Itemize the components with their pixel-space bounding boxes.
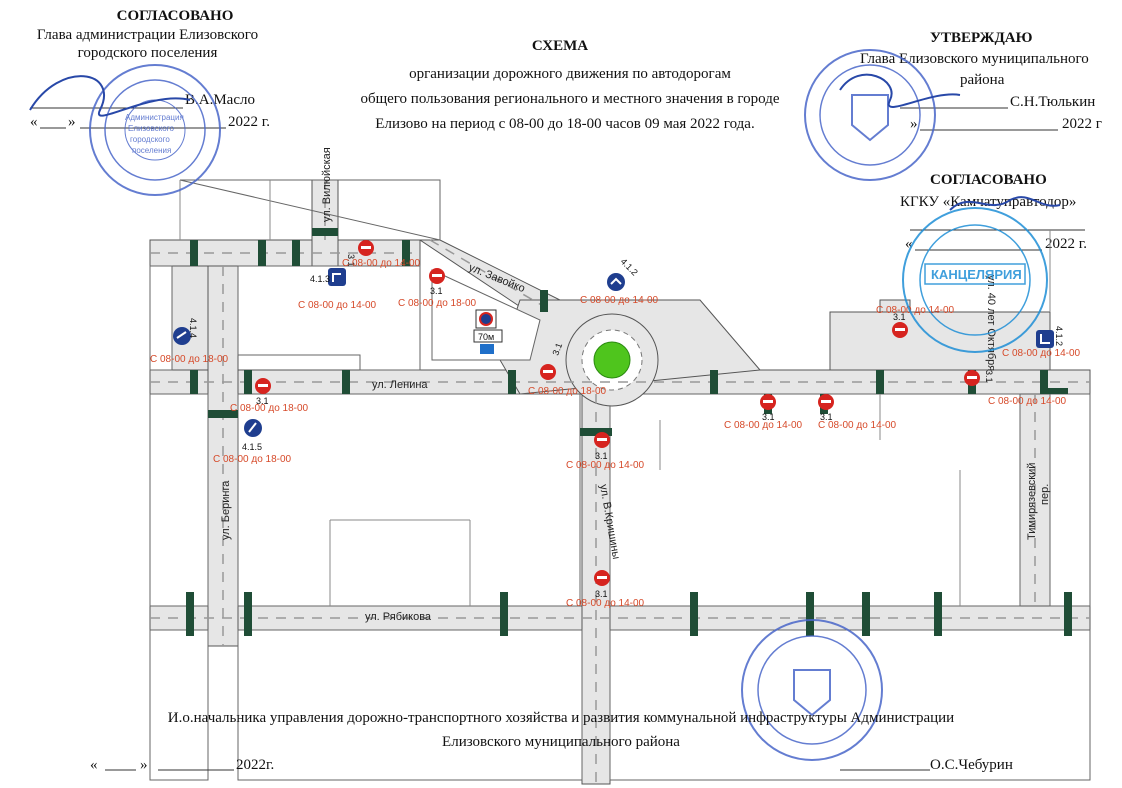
sign-no-entry-3: 3.1 С 08-00 до 18-00 bbox=[230, 378, 309, 414]
street-timiryazevsky: Тимирязевский bbox=[1026, 463, 1038, 540]
svg-text:С 08-00 до 14-00: С 08-00 до 14-00 bbox=[818, 420, 897, 431]
svg-text:С 08-00 до 14-00: С 08-00 до 14-00 bbox=[580, 295, 659, 306]
svg-text:3.1: 3.1 bbox=[595, 451, 608, 461]
sign-no-entry-7: 3.1 С 08-00 до 14-00 bbox=[818, 394, 897, 431]
svg-text:С 08-00 до 18-00: С 08-00 до 18-00 bbox=[398, 298, 477, 309]
svg-text:4.1.5: 4.1.5 bbox=[242, 442, 262, 452]
street-vilyuyskaya: ул. Вилюйская bbox=[321, 147, 333, 222]
kgku-approval-title: СОГЛАСОВАНО bbox=[930, 172, 1047, 188]
svg-text:С 08-00 до 18-00: С 08-00 до 18-00 bbox=[528, 386, 607, 397]
svg-text:3.1: 3.1 bbox=[893, 312, 906, 322]
kgku-signature bbox=[949, 196, 1061, 211]
footer-position-line1: И.о.начальника управления дорожно-трансп… bbox=[167, 710, 955, 726]
svg-text:3.1: 3.1 bbox=[820, 412, 833, 422]
svg-text:С 08-00 до 14-00: С 08-00 до 14-00 bbox=[724, 420, 803, 431]
sign-no-entry-9: 3.1 С 08-00 до 14-00 bbox=[964, 370, 1067, 407]
sign-direction-4-1-4: 4.1.4 С 08-00 до 18-00 bbox=[150, 318, 229, 365]
svg-text:Администрация: Администрация bbox=[125, 113, 184, 122]
left-approval-title: СОГЛАСОВАНО bbox=[116, 8, 234, 24]
street-timiryazevsky-prefix: пер. bbox=[1039, 484, 1051, 505]
svg-text:КАНЦЕЛЯРИЯ: КАНЦЕЛЯРИЯ bbox=[931, 267, 1022, 282]
svg-text:С 08-00 до 14-00: С 08-00 до 14-00 bbox=[566, 460, 645, 471]
sign-no-entry-4: 3.1 С 08-00 до 18-00 bbox=[528, 342, 607, 397]
street-lenina: ул. Ленина bbox=[372, 379, 428, 391]
svg-text:С 08-00 до 14-00: С 08-00 до 14-00 bbox=[988, 396, 1067, 407]
sign-direction-4-1-3: 4.1.3 С 08-00 до 14-00 bbox=[298, 268, 377, 311]
kgku-date-open: « bbox=[905, 236, 913, 252]
sign-no-entry-6: 3.1 С 08-00 до 14-00 bbox=[724, 394, 803, 431]
sign-no-entry-2: 3.1 С 08-00 до 18-00 bbox=[398, 268, 477, 309]
stamp-bottom-seal bbox=[741, 619, 883, 761]
roundabout-island bbox=[593, 341, 631, 379]
footer-date-open: « bbox=[90, 757, 98, 773]
svg-text:70м: 70м bbox=[478, 332, 494, 342]
svg-text:4.1.2: 4.1.2 bbox=[619, 256, 640, 277]
left-date-open: « bbox=[30, 114, 38, 130]
sign-no-stopping-distance: 70м bbox=[473, 309, 503, 354]
svg-text:4.1.3: 4.1.3 bbox=[310, 274, 330, 284]
footer-position-line2: Елизовского муниципального района bbox=[442, 734, 680, 750]
right-date-year: 2022 г bbox=[1062, 116, 1102, 132]
sign-no-entry-5: 3.1 С 08-00 до 14-00 bbox=[566, 432, 645, 471]
left-signature bbox=[29, 75, 191, 117]
stamp-right-seal bbox=[804, 49, 936, 181]
sign-no-entry-8: 3.1 С 08-00 до 14-00 bbox=[876, 305, 955, 338]
svg-text:С 08-00 до 14-00: С 08-00 до 14-00 bbox=[566, 598, 645, 609]
street-40-let-oktyabrya: ул. 40 лет Октября bbox=[985, 275, 997, 371]
svg-text:Елизовского: Елизовского bbox=[128, 124, 174, 133]
kgku-approval-line1: КГКУ «Камчатуправтодор» bbox=[900, 194, 1077, 210]
street-beringa: ул. Беринга bbox=[220, 480, 232, 540]
sign-roundabout-4-1-2: 4.1.2 С 08-00 до 14-00 bbox=[580, 256, 659, 306]
footer-signature-name: О.С.Чебурин bbox=[930, 757, 1013, 773]
right-approve-line1: Глава Елизовского муниципального bbox=[860, 51, 1089, 67]
footer-date-mid: » bbox=[140, 757, 148, 773]
sign-direction-4-1-5: 4.1.5 С 08-00 до 18-00 bbox=[213, 419, 292, 465]
svg-text:С 08-00 до 14-00: С 08-00 до 14-00 bbox=[298, 300, 377, 311]
stamp-chancellery-seal: КАНЦЕЛЯРИЯ bbox=[902, 207, 1048, 353]
svg-text:С 08-00 до 18-00: С 08-00 до 18-00 bbox=[213, 454, 292, 465]
right-approve-line2: района bbox=[960, 72, 1005, 88]
left-approval-line1: Глава администрации Елизовского bbox=[36, 27, 259, 43]
scheme-line2: общего пользования регионального и местн… bbox=[360, 91, 780, 107]
svg-text:4.1.4: 4.1.4 bbox=[188, 318, 198, 338]
scheme-line3: Елизово на период с 08-00 до 18-00 часов… bbox=[375, 116, 755, 132]
street-ryabikova: ул. Рябикова bbox=[365, 611, 432, 623]
svg-text:3.1: 3.1 bbox=[256, 396, 269, 406]
sign-direction-4-1-2-east: 4.1.2 С 08-00 до 14-00 bbox=[1002, 326, 1081, 359]
svg-text:3.1: 3.1 bbox=[430, 286, 443, 296]
svg-text:поселения: поселения bbox=[132, 146, 171, 155]
scheme-line1: организации дорожного движения по автодо… bbox=[409, 66, 731, 82]
svg-text:городского: городского bbox=[130, 135, 170, 144]
kgku-date-year: 2022 г. bbox=[1045, 236, 1087, 252]
scheme-title: СХЕМА bbox=[531, 38, 589, 54]
svg-text:3.1: 3.1 bbox=[762, 412, 775, 422]
left-approval-line2: городского поселения bbox=[77, 45, 218, 61]
left-date-mid: » bbox=[68, 114, 76, 130]
right-date-mid: » bbox=[910, 116, 918, 132]
svg-text:4.1.2: 4.1.2 bbox=[1054, 326, 1064, 346]
svg-text:С 08-00 до 14-00: С 08-00 до 14-00 bbox=[1002, 348, 1081, 359]
svg-text:3.1: 3.1 bbox=[550, 342, 564, 357]
left-signature-name: В.А.Масло bbox=[185, 92, 255, 108]
right-signature-name: С.Н.Тюлькин bbox=[1010, 94, 1096, 110]
svg-text:С 08-00 до 18-00: С 08-00 до 18-00 bbox=[230, 403, 309, 414]
sign-no-entry-1: 3.1 С 08-00 до 14-00 bbox=[342, 240, 421, 269]
stamp-left-seal: Администрация Елизовского городского пос… bbox=[89, 64, 221, 196]
left-date-year: 2022 г. bbox=[228, 114, 270, 130]
svg-text:С 08-00 до 14-00: С 08-00 до 14-00 bbox=[342, 258, 421, 269]
footer-date-year: 2022г. bbox=[236, 757, 275, 773]
svg-text:3.1: 3.1 bbox=[984, 370, 994, 383]
sign-no-entry-10: 3.1 С 08-00 до 14-00 bbox=[566, 570, 645, 609]
svg-text:С 08-00 до 14-00: С 08-00 до 14-00 bbox=[876, 305, 955, 316]
svg-text:С 08-00 до 18-00: С 08-00 до 18-00 bbox=[150, 354, 229, 365]
svg-text:3.1: 3.1 bbox=[595, 589, 608, 599]
right-approve-title: УТВЕРЖДАЮ bbox=[930, 30, 1033, 46]
svg-text:3.1: 3.1 bbox=[346, 254, 356, 267]
right-signature bbox=[839, 73, 961, 108]
